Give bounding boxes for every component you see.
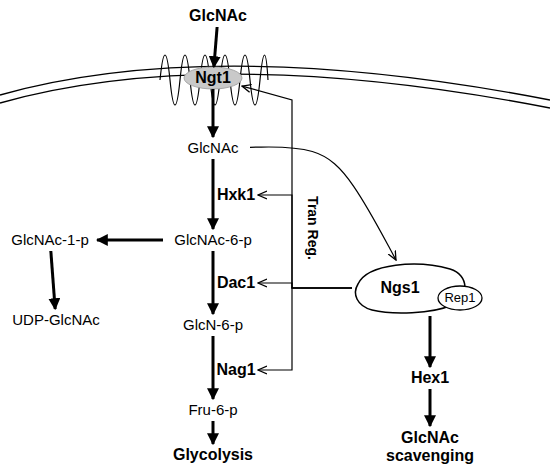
pathway-arrow [212, 159, 215, 229]
regulation-arrow [258, 283, 352, 288]
node-text: GlcNAc [189, 7, 247, 25]
node-text: GlcN-6-p [183, 316, 243, 333]
node-text: Fru-6-p [188, 401, 237, 418]
node-text: Glycolysis [173, 446, 253, 464]
node-text: GlcNAc-6-p [174, 231, 252, 248]
node-text: Ngs1 [380, 279, 441, 297]
enzyme-label: Hxk1 [214, 184, 258, 206]
transporter-helices [160, 55, 268, 105]
node-text: GlcNAc [188, 139, 239, 156]
node-text: Rep1 [444, 291, 475, 306]
edge-label: Tran Reg. [305, 196, 321, 260]
partner-protein: Rep1 [437, 285, 483, 311]
pathway-arrow [212, 251, 215, 314]
node-text: Ngt1 [195, 69, 231, 87]
enzyme-label: Dac1 [214, 272, 258, 294]
enzyme-label: Nag1 [214, 359, 258, 381]
transporter-protein: Ngt1 [184, 67, 242, 89]
enzyme-label: Hex1 [405, 367, 455, 389]
process-label: GlcNAc scavenging [375, 426, 485, 468]
pathway-arrow [214, 27, 217, 67]
regulation-arrow [258, 195, 352, 288]
pathway-arrow [51, 251, 55, 309]
regulation-arrow [250, 147, 396, 260]
pathway-arrow [212, 89, 215, 137]
pathway-arrow [212, 421, 215, 444]
membrane-line [0, 66, 550, 100]
node-text: Nag1 [216, 361, 255, 379]
node-text: Hxk1 [217, 186, 255, 204]
node-text: UDP-GlcNAc [12, 311, 100, 328]
metabolite-label: UDP-GlcNAc [3, 309, 109, 331]
node-text: Dac1 [217, 274, 255, 292]
metabolite-label: GlcN-6-p [170, 314, 256, 336]
node-text: GlcNAc-1-p [11, 231, 89, 248]
metabolite-label: GlcNAc-1-p [3, 229, 97, 251]
metabolite-label: GlcNAc [181, 5, 255, 27]
metabolite-label: Fru-6-p [174, 399, 252, 421]
pathway-arrow [429, 316, 432, 367]
pathway-arrow [212, 336, 215, 399]
node-text: Hex1 [411, 369, 449, 387]
regulation-arrow [242, 86, 352, 288]
metabolite-label: GlcNAc [176, 137, 250, 159]
regulation-arrow [258, 288, 352, 370]
metabolite-label: GlcNAc-6-p [163, 229, 263, 251]
pathway-label: Glycolysis [164, 444, 262, 466]
pathway-arrow [429, 389, 432, 426]
node-text: GlcNAc scavenging [375, 429, 485, 466]
pathway-arrow [97, 239, 163, 242]
membrane-line [0, 74, 550, 108]
